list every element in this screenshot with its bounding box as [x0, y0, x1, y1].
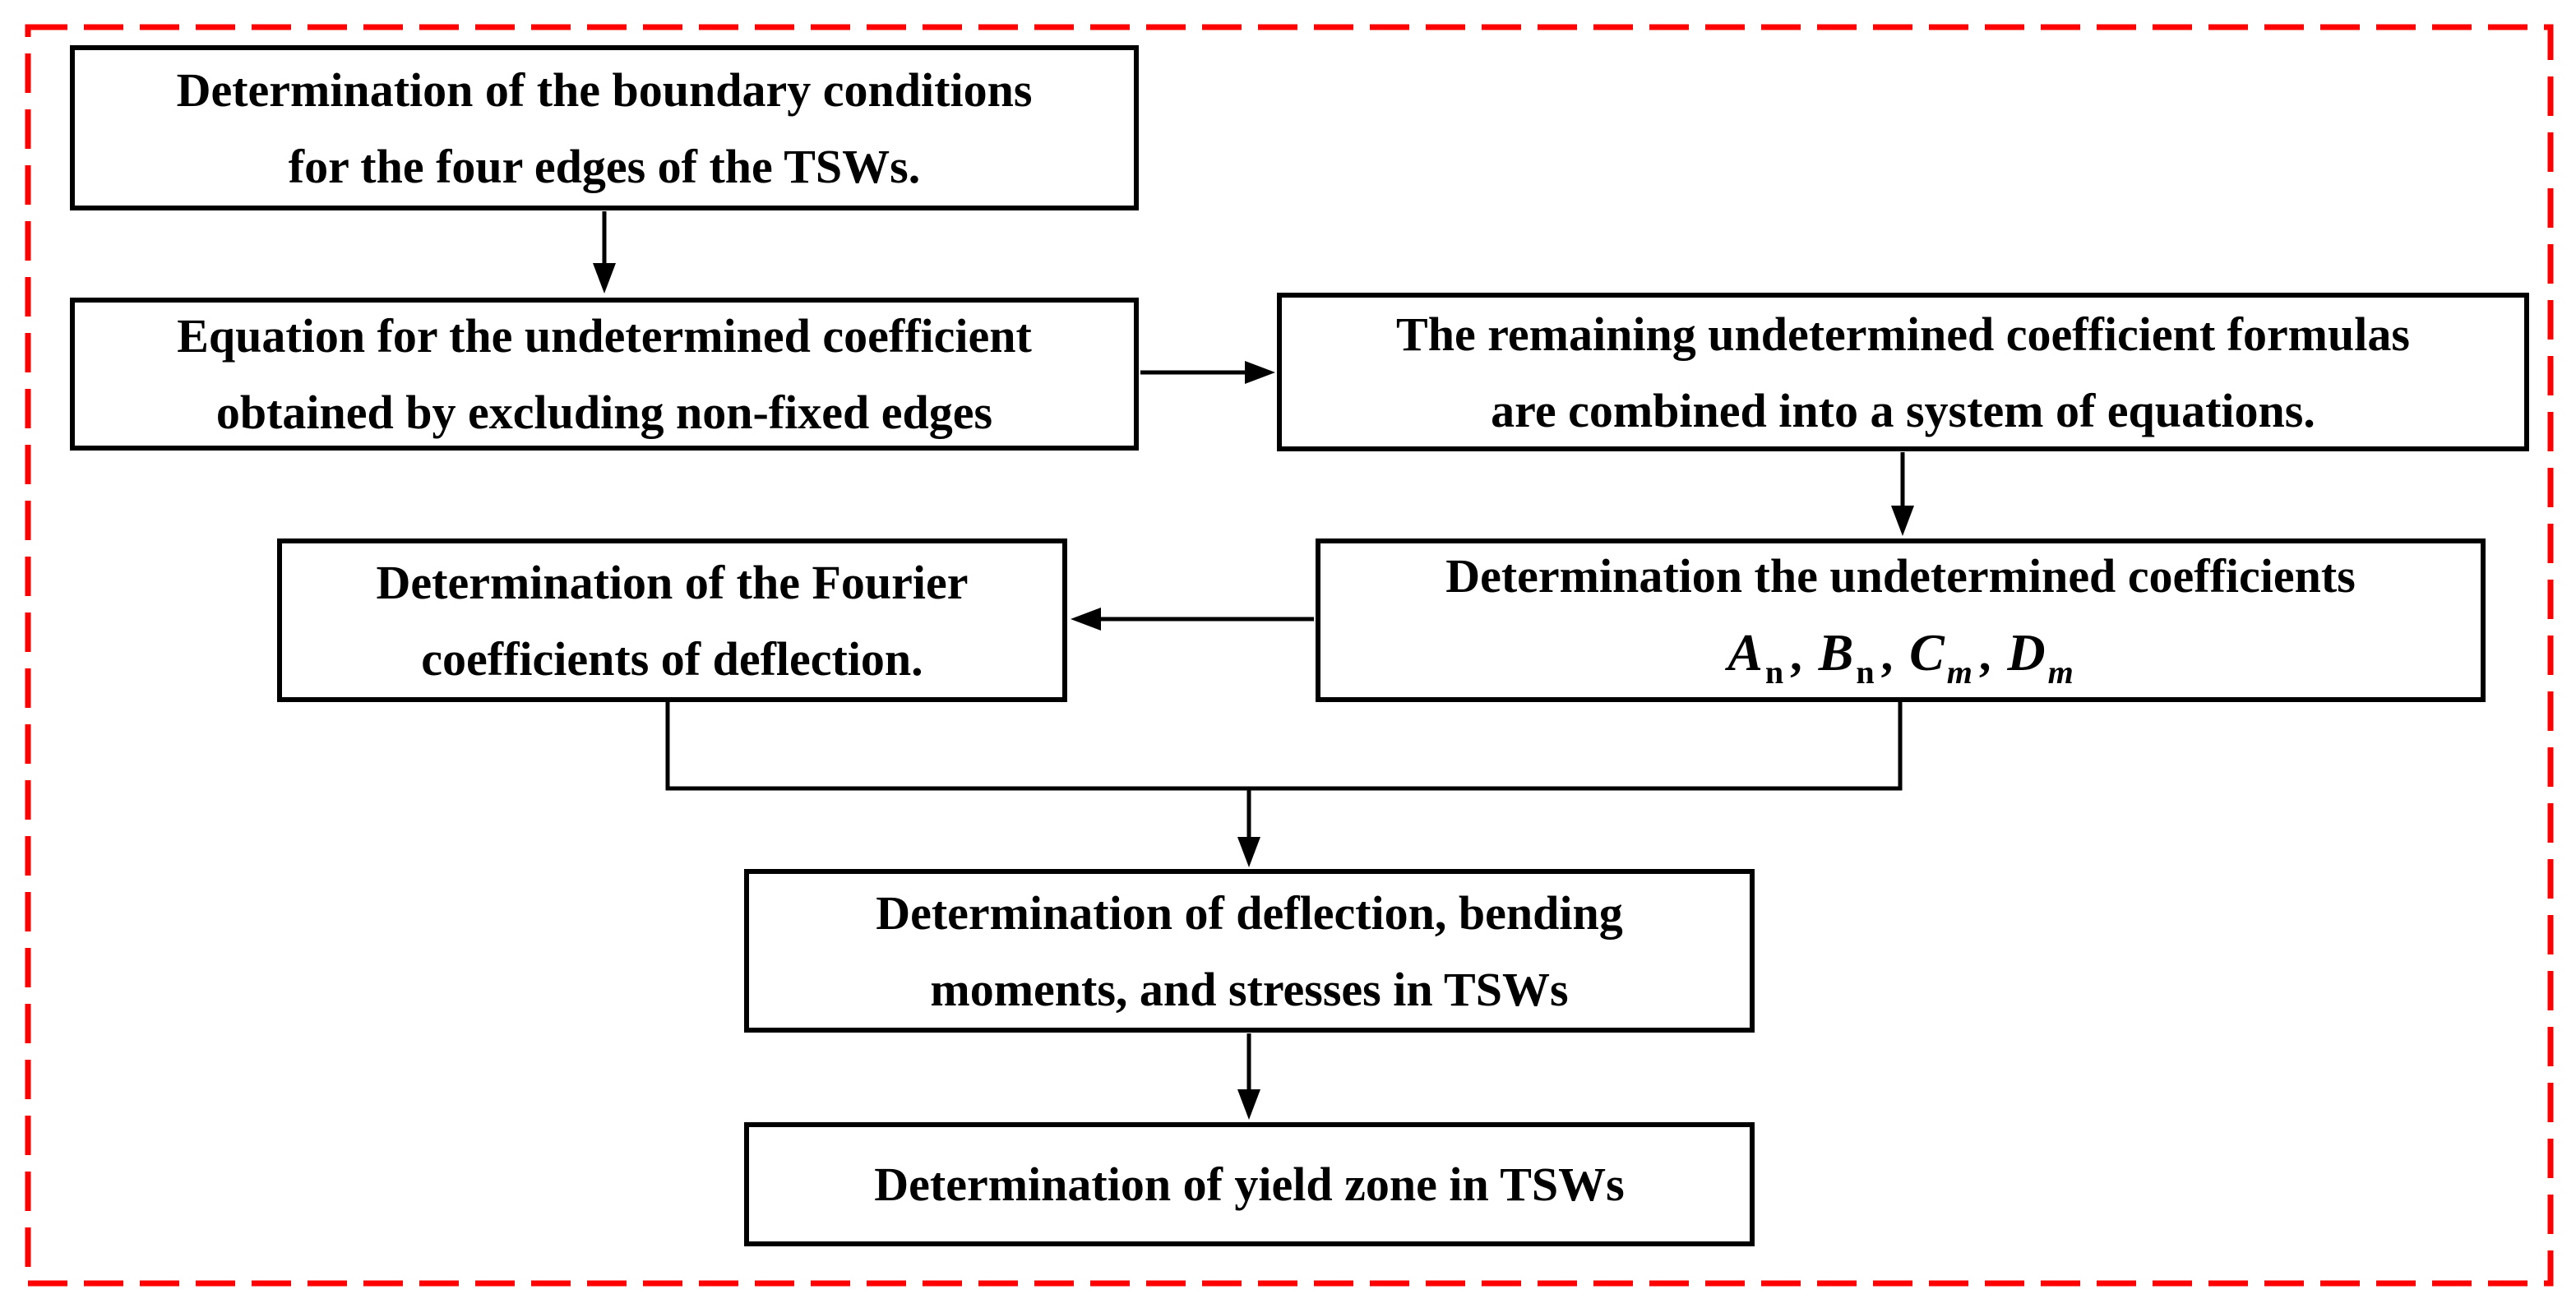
box-text-line: Equation for the undetermined coefficien… — [177, 309, 1032, 363]
formula-base: D — [2007, 622, 2046, 682]
box-text-line: Determination the undetermined coefficie… — [1445, 548, 2356, 603]
box-text-line: Determination of deflection, bending — [876, 885, 1623, 940]
box-text-line: are combined into a system of equations. — [1491, 383, 2315, 437]
merge-connector-to-deflection — [665, 702, 1903, 867]
box-fourier-coefficients: Determination of the Fourier coefficient… — [277, 538, 1067, 702]
arrow-deflection-to-yield — [1237, 1033, 1260, 1120]
formula-subscript: m — [2047, 653, 2074, 691]
box-deflection-moments: Determination of deflection, bending mom… — [744, 869, 1755, 1033]
dashed-border — [25, 24, 2554, 1287]
box-text-line: Determination of yield zone in TSWs — [874, 1158, 1625, 1211]
arrow-equation-to-remaining — [1140, 361, 1275, 384]
formula-base: B — [1818, 622, 1854, 682]
box-yield-zone: Determination of yield zone in TSWs — [744, 1122, 1755, 1246]
formula-subscript: n — [1764, 653, 1784, 691]
formula-separator: , — [1880, 626, 1894, 681]
box-text-line: moments, and stresses in TSWs — [930, 962, 1569, 1016]
box-text-line: Determination of the Fourier — [376, 555, 969, 609]
arrow-boundary-to-equation — [593, 211, 616, 293]
box-text-line: for the four edges of the TSWs. — [288, 139, 921, 193]
formula-separator: , — [1978, 626, 1991, 681]
box-undetermined-coefficients: Determination the undetermined coefficie… — [1316, 538, 2486, 702]
arrow-coefficients-to-fourier — [1071, 608, 1314, 631]
box-remaining-formulas: The remaining undetermined coefficient f… — [1277, 293, 2529, 451]
box-text-line: coefficients of deflection. — [421, 631, 923, 686]
box-text-line: obtained by excluding non-fixed edges — [215, 386, 993, 439]
box-equation-undetermined: Equation for the undetermined coefficien… — [70, 298, 1139, 451]
box-text-line: The remaining undetermined coefficient f… — [1396, 307, 2410, 361]
formula-base: C — [1909, 622, 1945, 682]
formula-subscript: m — [1946, 653, 1972, 691]
formula-base: A — [1727, 622, 1763, 682]
box-text-line: Determination of the boundary conditions — [176, 62, 1033, 117]
formula-subscript: n — [1856, 653, 1875, 691]
coefficients-formula: An, Bn, Cm, Dm — [1727, 612, 2074, 700]
box-boundary-conditions: Determination of the boundary conditions… — [70, 45, 1139, 210]
formula-separator: , — [1790, 626, 1802, 681]
arrow-remaining-to-coefficients — [1891, 452, 1914, 536]
